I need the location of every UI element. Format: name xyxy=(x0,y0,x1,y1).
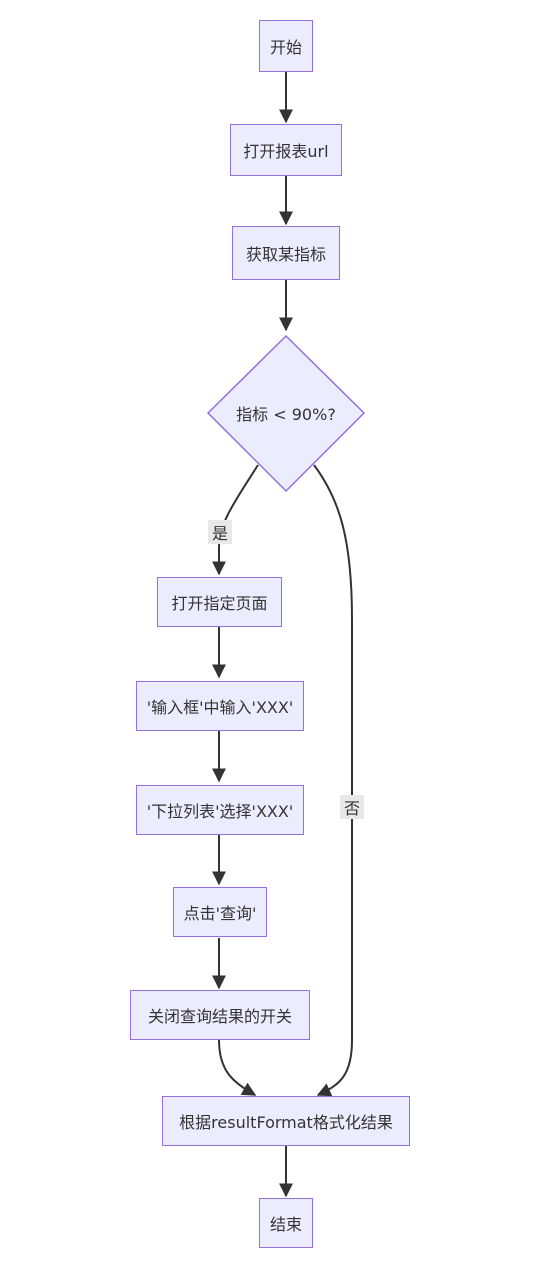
node-start: 开始 xyxy=(259,20,313,72)
node-close-result-switch: 关闭查询结果的开关 xyxy=(130,990,310,1040)
node-end: 结束 xyxy=(259,1198,313,1248)
node-open-specified-page: 打开指定页面 xyxy=(157,577,282,627)
edge-decision-yes-to-open-page xyxy=(212,464,259,576)
edge-label-no: 否 xyxy=(340,795,364,819)
node-decision-label: 指标 < 90%? xyxy=(236,405,336,424)
node-open-report-url: 打开报表url xyxy=(230,124,342,176)
node-dropdown-select: '下拉列表'选择'XXX' xyxy=(136,785,304,835)
edge-decision-no-to-format-result xyxy=(313,464,353,1097)
edge-close-switch-to-format-result xyxy=(218,1039,257,1096)
node-click-query: 点击'查询' xyxy=(173,887,267,937)
edge-label-yes: 是 xyxy=(208,520,232,544)
decision-diamond xyxy=(206,334,366,493)
node-format-result: 根据resultFormat格式化结果 xyxy=(162,1096,410,1146)
node-input-box: '输入框'中输入'XXX' xyxy=(136,681,304,731)
node-get-metric: 获取某指标 xyxy=(232,226,340,280)
